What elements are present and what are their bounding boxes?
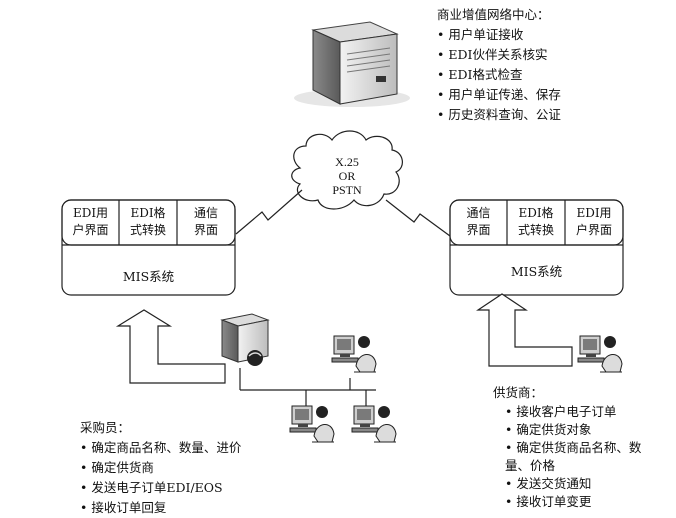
left-mis-box [61,199,236,296]
workstation-icon [331,335,377,373]
supplier-title: 供货商： [493,385,544,400]
right-up-arrow [476,293,573,367]
buyer-title: 采购员： [80,420,131,435]
left-cell-user-interface: EDI用 户界面 [62,205,119,239]
left-link-line [235,189,303,235]
network-label-line: X.25 [335,155,359,169]
workstation-icon [289,405,335,443]
cell-line: EDI用 [72,206,109,220]
right-cell-format-conversion: EDI格 式转换 [507,205,565,239]
workstation-icon [351,405,397,443]
list-item: 接收订单变更 [505,493,641,511]
list-item: EDI伙伴关系核实 [437,45,561,65]
network-label: X.25 OR PSTN [322,155,372,197]
list-item: 接收客户电子订单 [505,403,641,421]
list-item: 用户单证接收 [437,25,561,45]
list-item: 历史资料查询、公证 [437,105,561,125]
list-item: EDI格式检查 [437,65,561,85]
cell-line: 式转换 [517,223,554,237]
list-item: 发送电子订单EDI/EOS [80,478,241,498]
network-label-line: PSTN [332,183,362,197]
cell-line: 式转换 [129,223,166,237]
lan-lines [239,368,376,408]
left-cell-comm-interface: 通信 界面 [177,205,235,239]
cell-line: 通信 [193,206,218,220]
list-item: 量、价格 [505,458,556,473]
cell-line: EDI格 [518,206,554,220]
center-list: 用户单证接收 EDI伙伴关系核实 EDI格式检查 用户单证传递、保存 历史资料查… [437,25,561,125]
left-up-arrow [115,309,226,384]
center-title: 商业增值网络中心： [437,7,550,22]
left-cell-format-conversion: EDI格 式转换 [119,205,177,239]
buyer-list: 确定商品名称、数量、进价 确定供货商 发送电子订单EDI/EOS 接收订单回复 [80,438,241,518]
workstation-icon [577,335,623,373]
right-mis-label: MIS系统 [510,264,563,279]
network-label-line: OR [338,169,356,183]
list-item: 发送交货通知 [505,475,641,493]
cell-line: 户界面 [575,223,612,237]
cell-line: 户界面 [72,223,109,237]
list-item: 用户单证传递、保存 [437,85,561,105]
cell-line: EDI格 [130,206,166,220]
right-cell-comm-interface: 通信 界面 [450,205,507,239]
right-cell-user-interface: EDI用 户界面 [565,205,623,239]
list-item: 确定供货商 [80,458,241,478]
list-item: 确定供货对象 [505,421,641,439]
cell-line: 界面 [193,223,218,237]
network-cloud [291,130,403,210]
right-mis-box [449,199,624,296]
cell-line: 通信 [466,206,491,220]
list-item: 确定供货商品名称、数 [505,439,641,457]
vans-server-icon [294,21,410,107]
local-server-icon [220,313,270,366]
right-link-line [385,199,451,237]
cell-line: EDI用 [576,206,612,220]
cell-line: 界面 [466,223,491,237]
list-item: 确定商品名称、数量、进价 [80,438,241,458]
list-item: 接收订单回复 [80,498,241,518]
left-mis-label: MIS系统 [122,269,175,284]
supplier-list: 接收客户电子订单 确定供货对象 确定供货商品名称、数 量、价格 发送交货通知 接… [505,403,641,511]
